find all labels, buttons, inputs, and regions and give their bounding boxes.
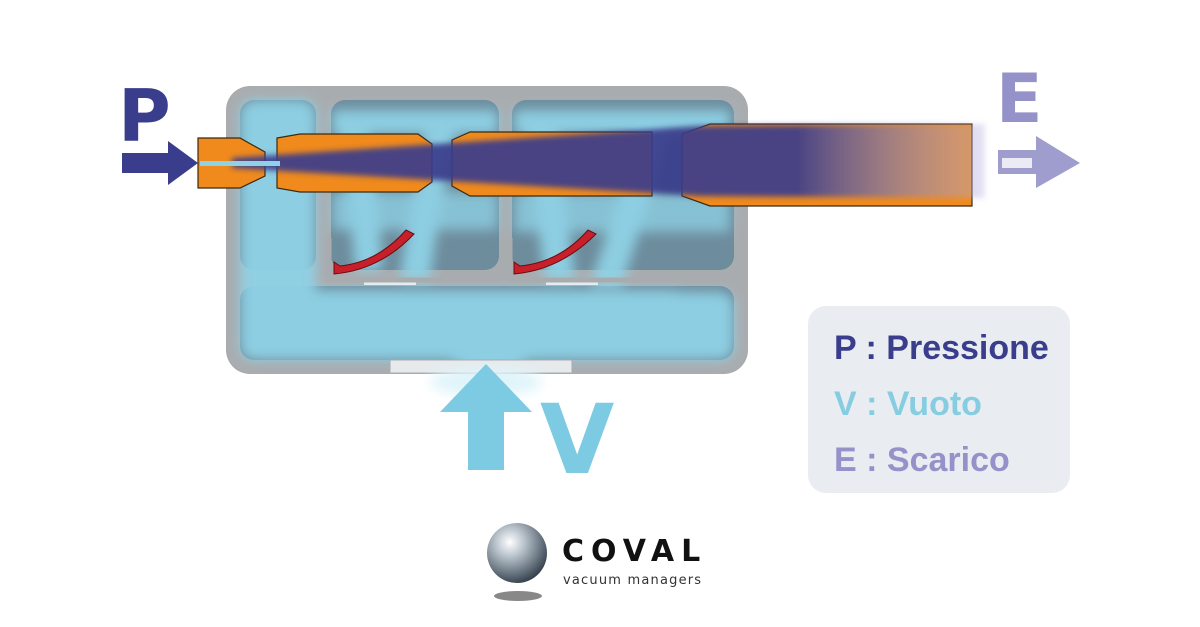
- air-jet: [232, 124, 985, 198]
- exhaust-arrow-highlight: [1002, 158, 1032, 168]
- legend-box: P : Pressione V : Vuoto E : Scarico: [808, 306, 1070, 493]
- exhaust-label: E: [996, 60, 1043, 139]
- exhaust-arrow: [998, 136, 1080, 188]
- pressure-label: P: [118, 74, 171, 158]
- logo-sphere-icon: [487, 523, 547, 583]
- valve-bracket: [326, 238, 500, 283]
- logo-shadow: [494, 591, 542, 601]
- valve-bracket: [507, 238, 736, 283]
- vacuum-label: V: [540, 384, 615, 496]
- check-valve-flap: [513, 229, 597, 275]
- pressure-inlet-arrow: [122, 141, 198, 185]
- vacuum-arrow: [430, 364, 542, 470]
- logo-wordmark: COVAL: [562, 534, 708, 569]
- air-jet-core: [200, 161, 280, 166]
- logo-tagline: vacuum managers: [563, 573, 703, 588]
- check-valve-flap: [333, 229, 415, 275]
- legend-exhaust: E : Scarico: [834, 441, 1010, 479]
- legend-pressure: P : Pressione: [834, 329, 1049, 367]
- legend-vacuum: V : Vuoto: [834, 385, 982, 423]
